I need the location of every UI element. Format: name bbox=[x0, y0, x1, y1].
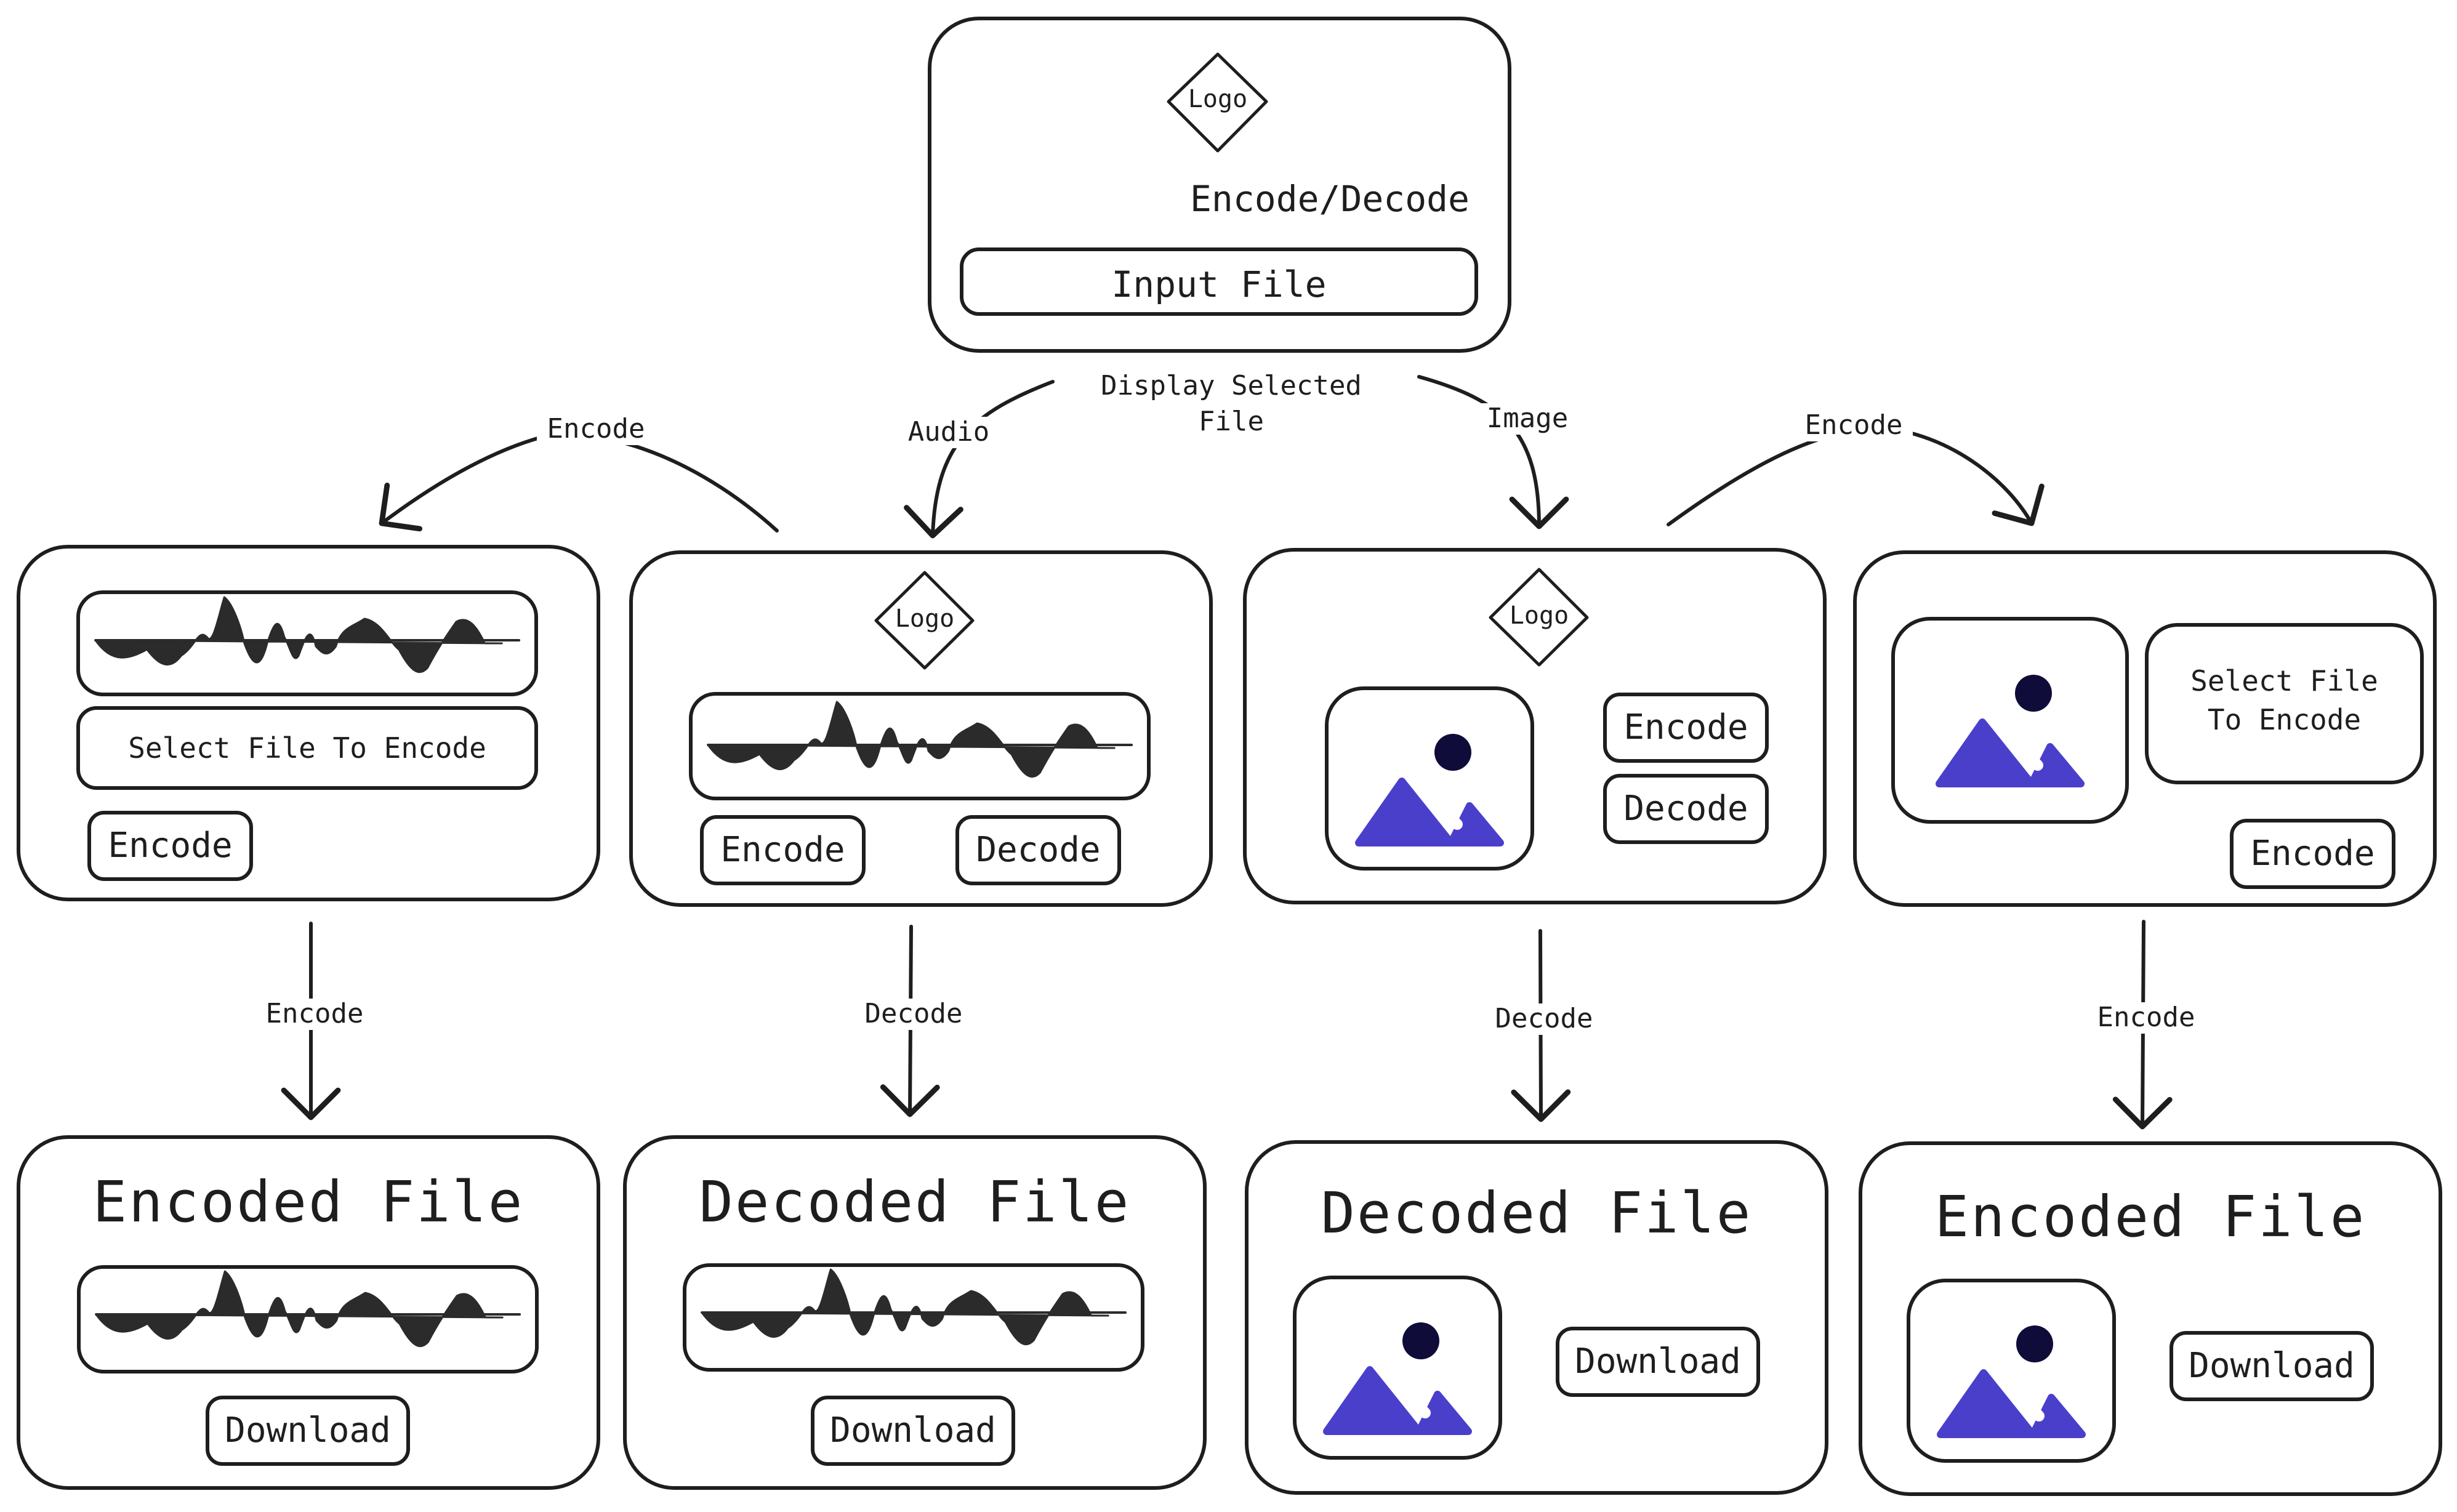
select-file-line-1[interactable]: Select File bbox=[2190, 664, 2378, 698]
decode-button[interactable]: Decode bbox=[976, 830, 1101, 870]
result-4-thumb-frame bbox=[1907, 1279, 2116, 1463]
display-selected-note-1: Display Selected bbox=[1101, 370, 1362, 401]
arrow-audio bbox=[904, 380, 1055, 539]
encode-button[interactable]: Encode bbox=[1623, 707, 1748, 747]
download-button[interactable]: Download bbox=[1575, 1341, 1741, 1381]
result-title: Encoded File bbox=[92, 1169, 525, 1235]
download-button[interactable]: Download bbox=[2189, 1346, 2355, 1386]
select-file-to-encode-field[interactable]: Select File To Encode bbox=[128, 731, 486, 765]
image-logo-label: Logo bbox=[1509, 601, 1569, 630]
edge-label-image: Image bbox=[1471, 403, 1583, 435]
select-file-line-2[interactable]: To Encode bbox=[2207, 703, 2362, 736]
encode-button[interactable]: Encode bbox=[720, 830, 845, 870]
arrow-to-audio-encode bbox=[379, 433, 779, 533]
main-logo-label: Logo bbox=[1188, 85, 1248, 113]
edge-label-decode-2: Decode bbox=[855, 998, 973, 1030]
audio-waveform-frame bbox=[689, 692, 1151, 800]
arrow-to-image-encode bbox=[1667, 427, 2045, 526]
arrow-image bbox=[1417, 375, 1569, 529]
audio-logo-label: Logo bbox=[895, 605, 955, 633]
result-title: Decoded File bbox=[1321, 1180, 1753, 1246]
input-file-button[interactable]: Input File bbox=[1111, 263, 1327, 305]
download-button[interactable]: Download bbox=[830, 1410, 996, 1450]
result-title: Decoded File bbox=[699, 1169, 1131, 1235]
edge-label-encode-left: Encode bbox=[537, 413, 655, 445]
encode-button[interactable]: Encode bbox=[108, 826, 233, 866]
download-button[interactable]: Download bbox=[225, 1410, 391, 1450]
edge-label-encode-1: Encode bbox=[255, 998, 374, 1030]
image-thumb-frame bbox=[1325, 686, 1534, 871]
image-encode-thumb-frame bbox=[1891, 617, 2129, 824]
edge-label-audio: Audio bbox=[893, 416, 1005, 448]
display-selected-note-2: File bbox=[1199, 406, 1264, 437]
encode-button[interactable]: Encode bbox=[2250, 834, 2375, 874]
audio-encode-waveform-frame bbox=[76, 590, 538, 696]
main-heading: Encode/Decode bbox=[1190, 178, 1470, 220]
edge-label-decode-3: Decode bbox=[1485, 1003, 1603, 1035]
edge-label-encode-4: Encode bbox=[2087, 1002, 2205, 1034]
edge-label-encode-right: Encode bbox=[1795, 409, 1913, 441]
result-title: Encoded File bbox=[1934, 1184, 2367, 1250]
decode-button[interactable]: Decode bbox=[1623, 789, 1748, 829]
result-2-waveform-frame bbox=[683, 1263, 1144, 1372]
result-1-waveform-frame bbox=[77, 1265, 539, 1373]
result-3-thumb-frame bbox=[1293, 1276, 1502, 1460]
